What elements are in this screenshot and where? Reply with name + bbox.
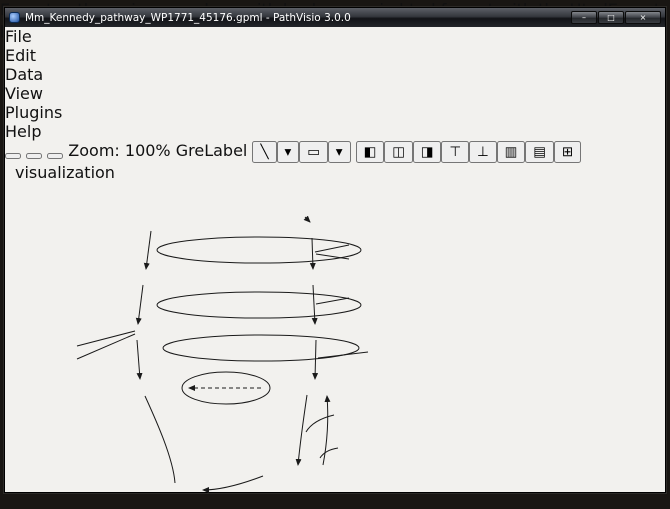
pathway-edges <box>76 215 369 493</box>
pathvisio-window: Mm_Kennedy_pathway_WP1771_45176.gpml - P… <box>4 7 666 493</box>
close-button[interactable]: × <box>625 11 661 24</box>
menu-plugins[interactable]: Plugins <box>5 103 63 122</box>
zoom-value: 100% <box>124 141 171 160</box>
toolbar-aligns: ◧◫◨⊤⊥▥▤⊞ <box>355 141 581 163</box>
main-area: SphingolipidsSgpl1CholineEthanolamineADP… <box>5 182 665 509</box>
visualization-value: visualization <box>15 163 115 182</box>
align-top-icon[interactable]: ⊤ <box>441 141 469 163</box>
align-bottom-icon[interactable]: ⊥ <box>469 141 497 163</box>
menu-view[interactable]: View <box>5 84 43 103</box>
distribute-vertical-icon[interactable]: ▤ <box>525 141 554 163</box>
datanode-combobox-value: Gre <box>175 141 205 160</box>
toolbar-combos: GreLabel <box>176 141 248 160</box>
window-controls: – □ × <box>570 11 661 24</box>
menu-file[interactable]: File <box>5 27 32 46</box>
visualization-combobox[interactable]: visualization <box>15 163 115 182</box>
line-type-dropdown-icon[interactable]: ▾ <box>276 141 300 163</box>
shape-dropdown-icon[interactable]: ▾ <box>327 141 351 163</box>
open-button[interactable] <box>26 153 43 159</box>
window-title: Mm_Kennedy_pathway_WP1771_45176.gpml - P… <box>25 11 351 24</box>
pathway-canvas[interactable]: SphingolipidsSgpl1CholineEthanolamineADP… <box>5 182 665 509</box>
zoom-label: Zoom: <box>68 141 120 160</box>
menu-data[interactable]: Data <box>5 65 44 84</box>
menu-help[interactable]: Help <box>5 122 42 141</box>
maximize-button[interactable]: □ <box>598 11 624 24</box>
menu-edit[interactable]: Edit <box>5 46 36 65</box>
label-combobox[interactable]: Label <box>204 141 247 160</box>
toolbar-tools: ╲▾▭▾ <box>252 141 351 163</box>
minimize-button[interactable]: – <box>571 11 597 24</box>
label-combobox-value: Label <box>204 141 248 160</box>
titlebar[interactable]: Mm_Kennedy_pathway_WP1771_45176.gpml - P… <box>5 8 665 27</box>
save-button[interactable] <box>47 153 64 159</box>
align-center-icon[interactable]: ◫ <box>384 141 413 163</box>
toolbar: Zoom: 100% GreLabel ╲▾▭▾ ◧◫◨⊤⊥▥▤⊞ visual… <box>5 141 665 182</box>
datanode-combobox[interactable]: Gre <box>176 141 204 160</box>
app-icon <box>9 12 20 23</box>
align-left-icon[interactable]: ◧ <box>355 141 385 163</box>
shape-tool-icon[interactable]: ▭ <box>299 141 328 163</box>
line-tool-icon[interactable]: ╲ <box>252 141 277 163</box>
new-button[interactable] <box>5 153 21 159</box>
stack-icon[interactable]: ⊞ <box>553 141 581 163</box>
zoom-combobox[interactable]: 100% <box>125 141 171 160</box>
align-right-icon[interactable]: ◨ <box>412 141 442 163</box>
distribute-horizontal-icon[interactable]: ▥ <box>496 141 526 163</box>
